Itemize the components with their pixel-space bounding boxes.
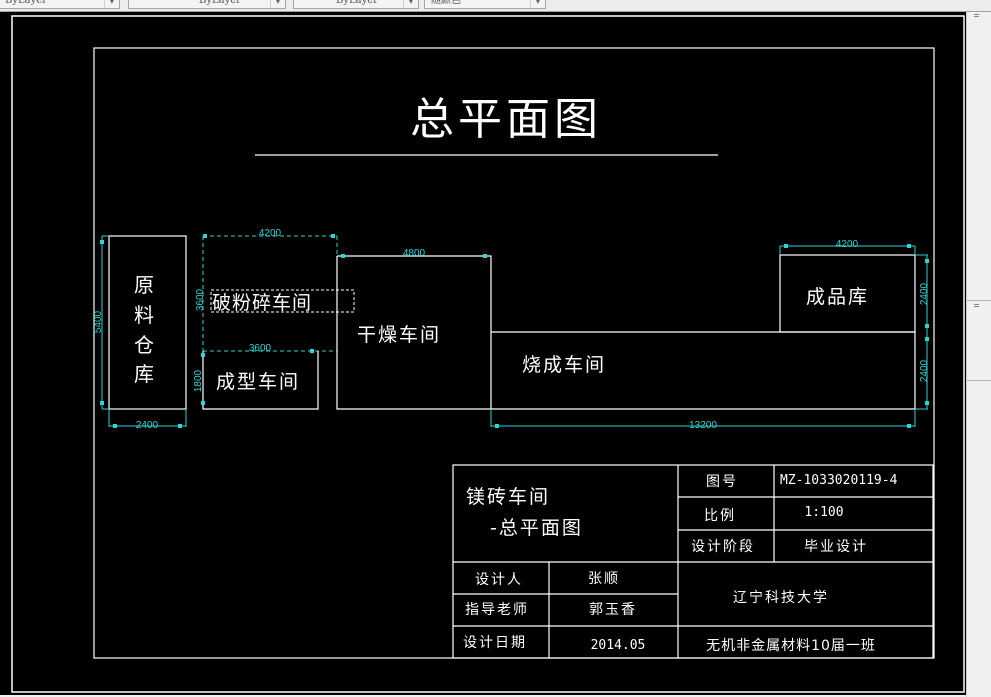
- school-name: 辽宁科技大学: [733, 589, 829, 606]
- grip-icon[interactable]: [974, 16, 979, 17]
- outer-border: [11, 15, 965, 693]
- panel-divider: [967, 300, 991, 301]
- plotstyle-dropdown[interactable]: 随颜色 ▼: [424, 0, 546, 9]
- raw-material-label-3: 仓: [134, 333, 154, 357]
- form-height-label: 1800: [193, 369, 204, 392]
- firing-workshop[interactable]: [491, 331, 916, 410]
- forming-workshop-label: 成型车间: [216, 371, 300, 393]
- raw-material-label-4: 库: [134, 362, 154, 386]
- chevron-down-icon[interactable]: ▼: [104, 0, 119, 8]
- dim-tick: [310, 349, 314, 353]
- crushing-workshop-label: 破粉碎车间: [212, 292, 312, 314]
- form-width-label: 3600: [249, 343, 272, 354]
- dim-tick: [331, 234, 335, 238]
- drawing-canvas[interactable]: 总平面图 原 料 仓 库 5400 2400: [0, 12, 966, 695]
- dim-tick: [201, 401, 205, 405]
- dry-width-label: 4800: [403, 248, 426, 259]
- designer-label: 设计人: [475, 572, 523, 588]
- plotstyle-dropdown-label: 随颜色: [431, 0, 461, 6]
- project-name-line1: 镁砖车间: [466, 486, 550, 508]
- dim-tick: [201, 353, 205, 357]
- fire-width-label: 13200: [689, 420, 717, 431]
- class-name: 无机非金属材料10届一班: [706, 638, 876, 654]
- dim-tick: [203, 234, 207, 238]
- firing-workshop-label: 烧成车间: [522, 354, 606, 376]
- product-height-label: 2400: [919, 282, 930, 305]
- chevron-down-icon[interactable]: ▼: [403, 0, 418, 8]
- date-label: 设计日期: [463, 635, 527, 651]
- advisor-value: 郭玉香: [589, 601, 637, 618]
- chevron-down-icon[interactable]: ▼: [270, 0, 285, 8]
- product-width-label: 4200: [836, 239, 859, 250]
- grip-icon[interactable]: [974, 14, 979, 15]
- product-store-label: 成品库: [806, 286, 869, 308]
- fire-width-dimension: [490, 409, 916, 428]
- raw-width-label: 2400: [136, 420, 159, 431]
- stage-label: 设计阶段: [691, 539, 755, 555]
- drawing-no-value: MZ-1033020119-4: [780, 473, 898, 488]
- dim-tick: [341, 254, 345, 258]
- raw-width-dimension: [108, 409, 187, 428]
- product-store[interactable]: [779, 254, 916, 333]
- crushing-label-box: [210, 289, 355, 313]
- product-width-dimension: [779, 244, 916, 255]
- cad-drawing: 总平面图 原 料 仓 库 5400 2400: [11, 15, 965, 693]
- crush-height-label: 3600: [195, 288, 206, 311]
- raw-material-store[interactable]: [108, 235, 187, 410]
- grip-icon[interactable]: [974, 306, 979, 307]
- drawing-no-label: 图号: [706, 474, 738, 490]
- raw-height-label: 5400: [93, 310, 104, 333]
- right-dock-panel: [966, 12, 991, 697]
- lineweight-dropdown[interactable]: ByLayer ▼: [293, 0, 419, 9]
- scale-label: 比例: [704, 508, 736, 524]
- drawing-title: 总平面图: [410, 94, 602, 145]
- designer-value: 张顺: [588, 571, 620, 587]
- project-name-line2: -总平面图: [490, 517, 583, 539]
- right-height-dimensions: [915, 254, 929, 410]
- crush-width-label: 4200: [259, 228, 282, 239]
- color-dropdown-label: ByLayer: [5, 0, 47, 6]
- color-dropdown[interactable]: ByLayer ▼: [0, 0, 120, 9]
- lineweight-dropdown-label: ByLayer: [336, 0, 378, 6]
- raw-material-label-1: 原: [134, 273, 154, 297]
- scale-value: 1:100: [804, 505, 843, 520]
- drying-workshop-label: 干燥车间: [357, 324, 441, 346]
- dim-tick: [483, 254, 487, 258]
- fire-height-label: 2400: [919, 359, 930, 382]
- forming-workshop[interactable]: [202, 351, 319, 410]
- properties-toolbar: ByLayer ▼ ByLayer ▼ ByLayer ▼ 随颜色 ▼: [0, 0, 991, 12]
- chevron-down-icon[interactable]: ▼: [530, 0, 545, 8]
- advisor-label: 指导老师: [465, 602, 529, 618]
- raw-height-dimension: [100, 235, 109, 410]
- linetype-dropdown[interactable]: ByLayer ▼: [128, 0, 286, 9]
- title-block: [452, 464, 934, 659]
- panel-divider: [967, 380, 991, 381]
- linetype-dropdown-label: ByLayer: [199, 0, 241, 6]
- stage-value: 毕业设计: [804, 539, 868, 555]
- raw-material-label-2: 料: [134, 303, 154, 327]
- date-value: 2014.05: [591, 638, 646, 653]
- grip-icon[interactable]: [974, 304, 979, 305]
